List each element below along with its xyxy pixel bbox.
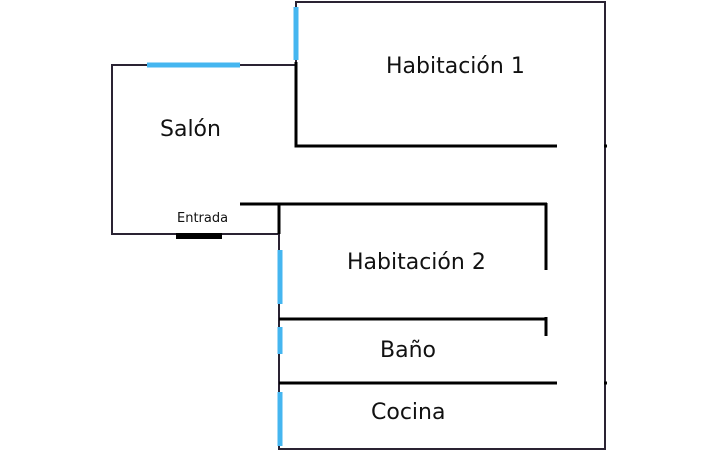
- windows: [147, 7, 299, 446]
- room-label-bano: Baño: [380, 338, 436, 363]
- room-label-habitacion-1: Habitación 1: [386, 54, 525, 79]
- room-label-cocina: Cocina: [371, 400, 446, 425]
- salon-outer-wall: [111, 64, 297, 235]
- entrance-label: Entrada: [177, 211, 229, 226]
- room-label-habitacion-2: Habitación 2: [347, 250, 486, 275]
- habitacion1-bottom-wall: [294, 62, 557, 148]
- inner-walls: [240, 62, 607, 385]
- room-label-salon: Salón: [160, 117, 221, 142]
